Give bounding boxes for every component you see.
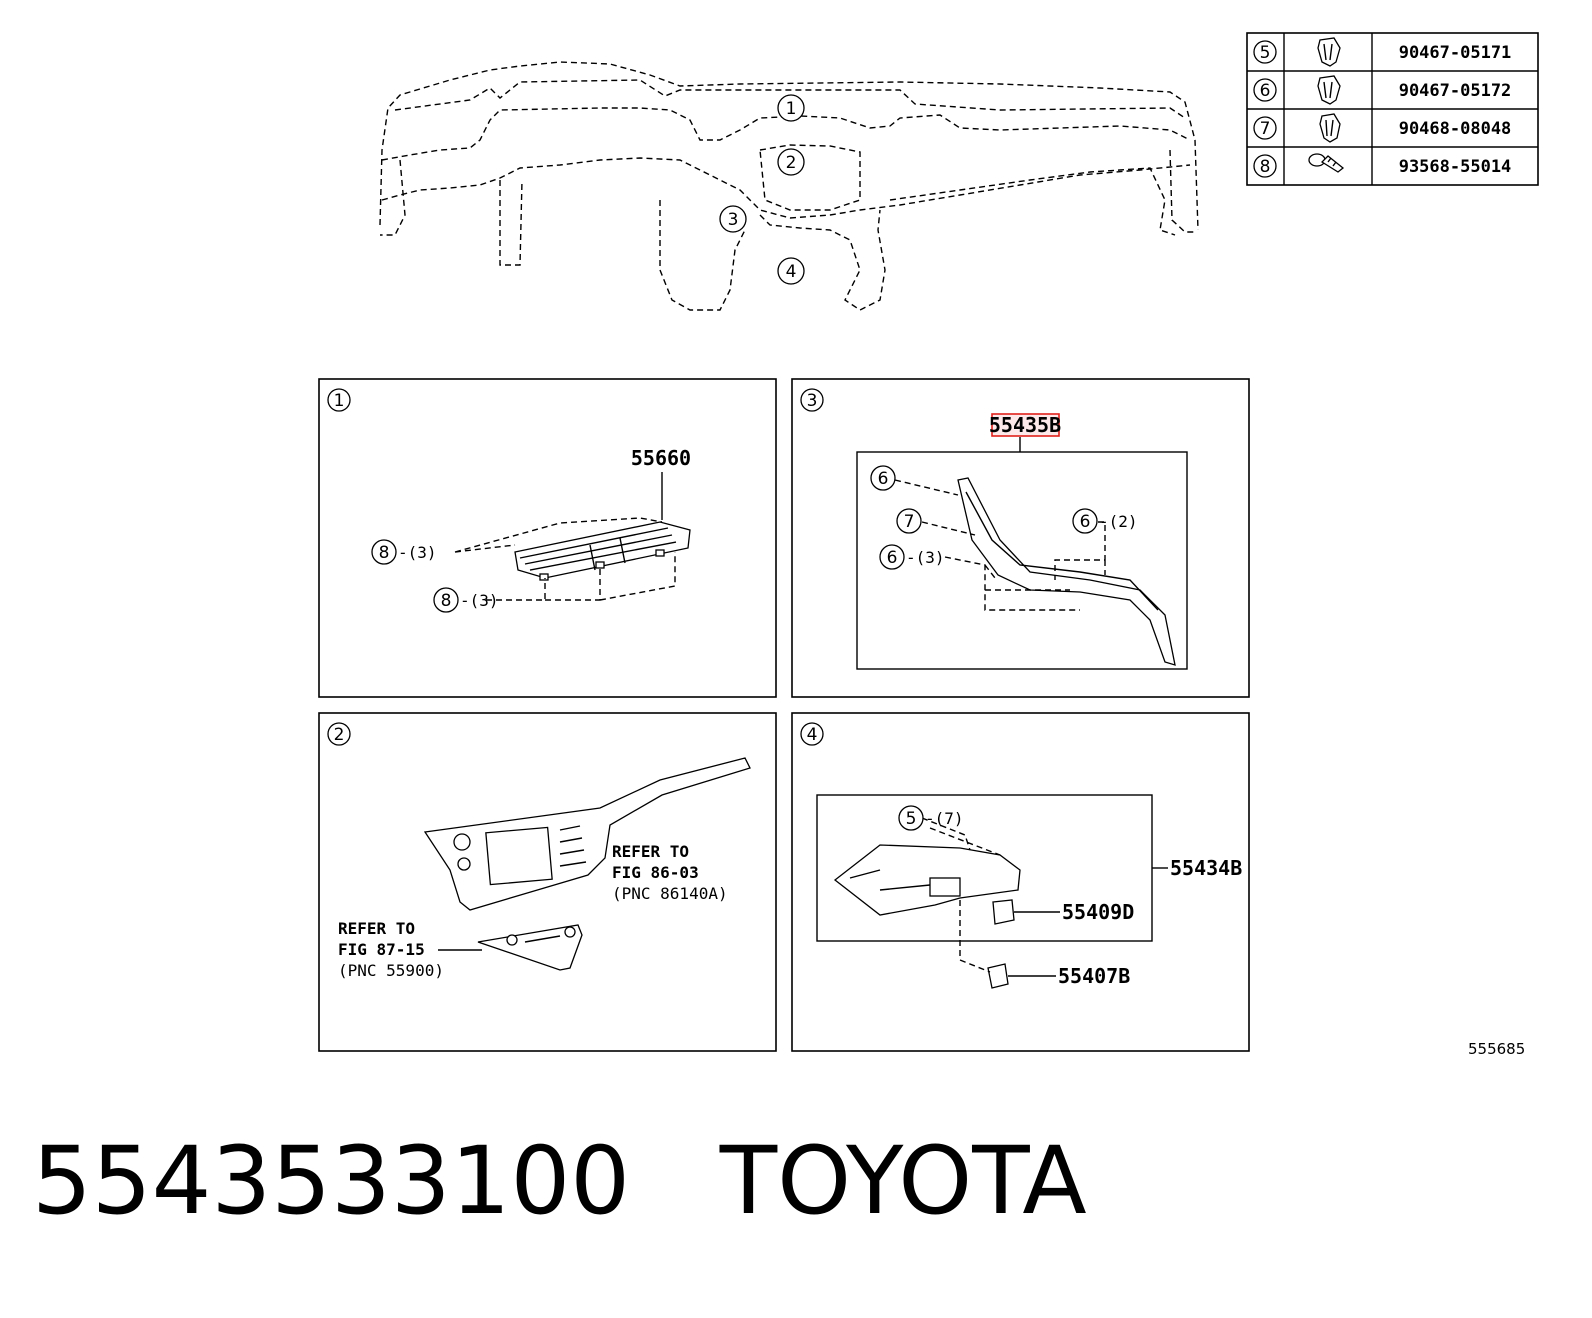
fastener-row: 6 90467-05172 bbox=[1253, 75, 1512, 105]
switch-cover-part bbox=[992, 899, 1015, 925]
part-label-55434b: 55434B bbox=[1170, 856, 1242, 880]
refer-2-line-1: REFER TO bbox=[338, 919, 415, 938]
fastener-ref-circle bbox=[1253, 116, 1277, 140]
panel-3-qty-c: -(2) bbox=[1099, 512, 1138, 531]
figure-id: 555685 bbox=[1468, 1040, 1526, 1058]
panel-3-callout-6b-label: 6 bbox=[887, 548, 898, 568]
part-label-55409d: 55409D bbox=[1062, 900, 1134, 924]
panel-4-callout-5-label: 5 bbox=[906, 809, 917, 829]
panel-1: 1 55660 8 -(3) 8 -(3) bbox=[318, 378, 777, 698]
fastener-table: 5 90467-05171 6 90467-05172 7 90468-0804 bbox=[1246, 32, 1539, 186]
panel-3: 3 55435B 6 7 6 -(3) 6 -(2) bbox=[791, 378, 1250, 698]
fastener-ref-circle bbox=[1253, 40, 1277, 64]
panel-4-qty: -(7) bbox=[925, 809, 964, 828]
panel-3-qty-b: -(3) bbox=[906, 548, 945, 567]
caption-brand: TOYOTA bbox=[719, 1127, 1087, 1236]
panel-3-callout-6b bbox=[879, 544, 905, 570]
panel-4-ref: 4 bbox=[807, 725, 818, 745]
fastener-ref-circle bbox=[1253, 154, 1277, 178]
fastener-ref: 7 bbox=[1260, 119, 1271, 139]
part-label-55660: 55660 bbox=[631, 446, 691, 470]
panel-1-qty-b: -(3) bbox=[460, 591, 499, 610]
panel-1-callout-8b bbox=[433, 587, 459, 613]
lower-panel-part bbox=[833, 844, 1021, 916]
part-label-55407b: 55407B bbox=[1058, 964, 1130, 988]
screw-icon bbox=[1308, 153, 1345, 173]
panel-4-ref-circle bbox=[800, 722, 824, 746]
panel-3-ref: 3 bbox=[807, 391, 818, 411]
panel-1-qty-a: -(3) bbox=[398, 543, 437, 562]
overview-callout-1-label: 1 bbox=[786, 99, 797, 119]
climate-panel-part bbox=[477, 924, 583, 971]
overview-callout-1 bbox=[777, 94, 805, 122]
panel-2-ref: 2 bbox=[334, 725, 345, 745]
refer-1-line-3: (PNC 86140A) bbox=[612, 884, 728, 903]
panel-1-ref: 1 bbox=[334, 391, 345, 411]
panel-4-callout-5 bbox=[898, 805, 924, 831]
fastener-row: 8 93568-55014 bbox=[1253, 153, 1512, 178]
fastener-ref-circle bbox=[1253, 78, 1277, 102]
overview-callout-4-label: 4 bbox=[786, 262, 797, 282]
panel-1-ref-circle bbox=[327, 388, 351, 412]
fastener-part-no: 90468-08048 bbox=[1399, 119, 1512, 139]
panel-3-callout-7-label: 7 bbox=[904, 512, 915, 532]
overview-callout-2-label: 2 bbox=[786, 153, 797, 173]
panel-3-callout-6c bbox=[1072, 508, 1098, 534]
panel-3-callout-6a bbox=[870, 465, 896, 491]
fastener-part-no: 93568-55014 bbox=[1399, 157, 1512, 177]
part-label-55435b: 55435B bbox=[989, 413, 1061, 437]
panel-3-ref-circle bbox=[800, 388, 824, 412]
panel-2-ref-circle bbox=[327, 722, 351, 746]
caption-part-number: 5543533100 bbox=[32, 1127, 631, 1236]
refer-1-line-1: REFER TO bbox=[612, 842, 689, 861]
panel-1-callout-8a-label: 8 bbox=[379, 543, 390, 563]
panel-3-callout-7 bbox=[896, 508, 922, 534]
fastener-ref: 5 bbox=[1260, 43, 1271, 63]
air-vent-part bbox=[514, 521, 691, 581]
fastener-ref: 8 bbox=[1260, 157, 1271, 177]
hole-cover-part bbox=[987, 963, 1009, 989]
refer-1-line-2: FIG 86-03 bbox=[612, 863, 699, 882]
overview-callout-4 bbox=[777, 257, 805, 285]
overview-callout-2 bbox=[777, 148, 805, 176]
dashboard-overview: 1 2 3 4 bbox=[379, 61, 1199, 311]
overview-callout-3 bbox=[719, 205, 747, 233]
panel-2: 2 REFER TO FIG 86-03 (PNC 86140A) REFER … bbox=[318, 712, 777, 1052]
panel-1-callout-8a bbox=[371, 539, 397, 565]
overview-callout-3-label: 3 bbox=[728, 210, 739, 230]
refer-2-line-3: (PNC 55900) bbox=[338, 961, 444, 980]
highlighted-part-box bbox=[991, 413, 1060, 437]
caption: 5543533100 TOYOTA bbox=[32, 1135, 1087, 1229]
panel-3-callout-6a-label: 6 bbox=[878, 469, 889, 489]
panel-3-callout-6c-label: 6 bbox=[1080, 512, 1091, 532]
panel-1-callout-8b-label: 8 bbox=[441, 591, 452, 611]
push-clip-icon bbox=[1317, 75, 1341, 105]
panel-4: 4 5 -(7) 55434B 55409D 55407B bbox=[791, 712, 1250, 1052]
fastener-part-no: 90467-05172 bbox=[1399, 81, 1512, 101]
push-clip-icon bbox=[1317, 37, 1341, 67]
trim-panel-part bbox=[957, 477, 1176, 666]
fastener-ref: 6 bbox=[1260, 81, 1271, 101]
refer-2-line-2: FIG 87-15 bbox=[338, 940, 425, 959]
push-clip-icon bbox=[1319, 113, 1341, 143]
fastener-row: 5 90467-05171 bbox=[1253, 37, 1512, 67]
fastener-part-no: 90467-05171 bbox=[1399, 43, 1512, 63]
center-cluster-part bbox=[423, 757, 751, 911]
fastener-row: 7 90468-08048 bbox=[1253, 113, 1512, 143]
